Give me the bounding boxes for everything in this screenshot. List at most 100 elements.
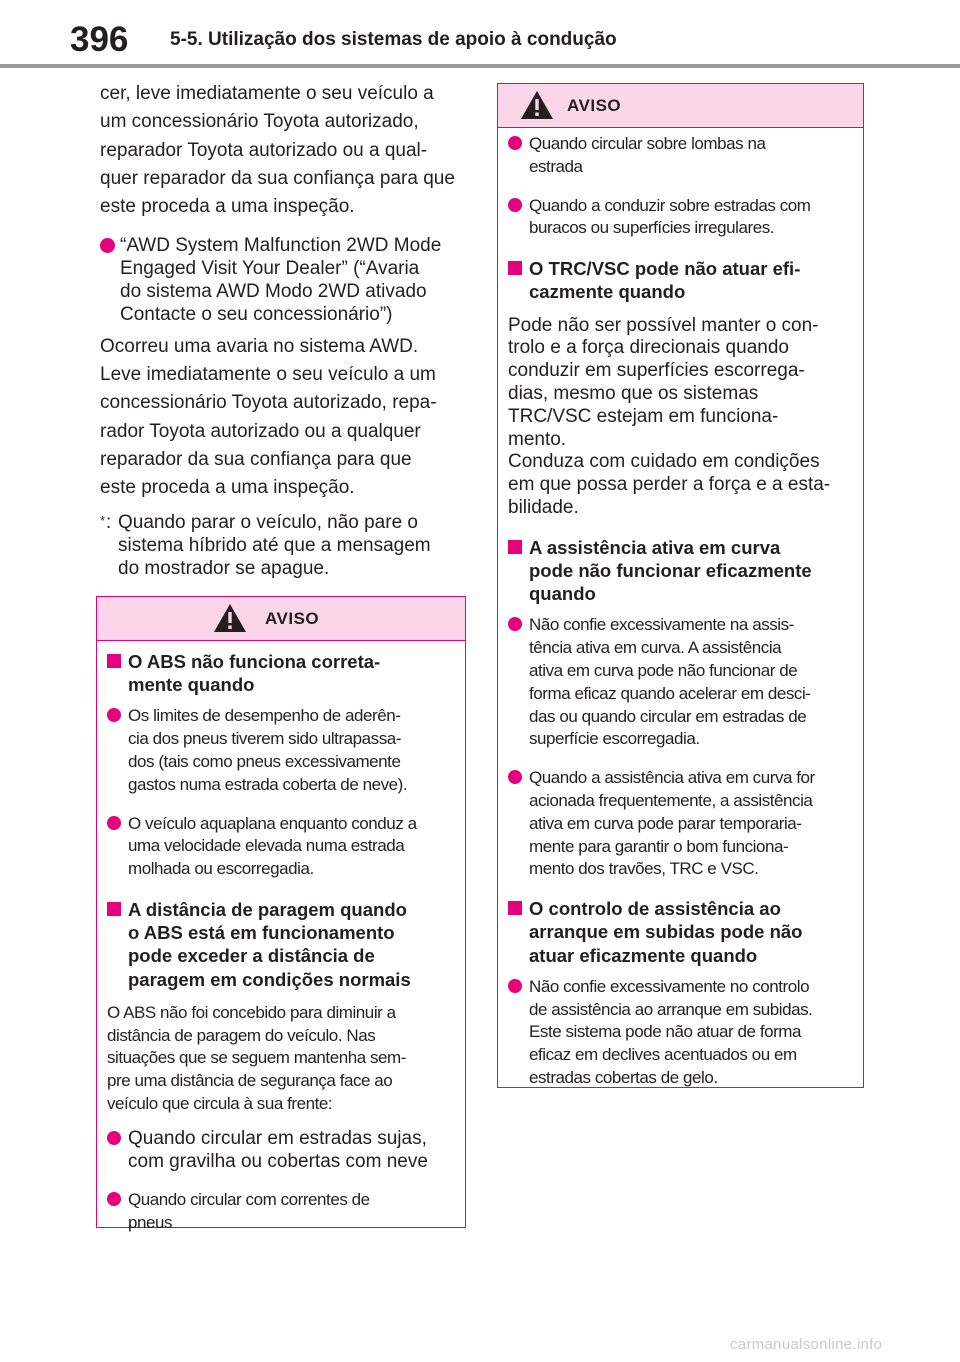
text-line: Leve imediatamente o seu veículo a um xyxy=(100,363,436,385)
watermark-logo[interactable]: carmanualsonline.info xyxy=(730,1336,883,1353)
text-line: gastos numa estrada coberta de neve). xyxy=(128,774,408,794)
text-line: dias, mesmo que os sistemas xyxy=(508,382,759,404)
text-line: A assistência ativa em curva xyxy=(529,536,781,558)
text-line: este proceda a uma inspeção. xyxy=(100,477,355,499)
text-line: atuar eficazmente quando xyxy=(529,944,758,966)
list-item: O veículo aquaplana enquanto conduz a um… xyxy=(107,813,449,881)
text-line: O veículo aquaplana enquanto conduz a xyxy=(128,813,417,833)
bullet-dot-icon xyxy=(508,978,522,993)
text-line: quer reparador da sua confiança para que xyxy=(100,167,455,189)
text-line: mento dos travões, TRC e VSC. xyxy=(529,859,759,879)
list-item: Quando a assistência ativa em curva for … xyxy=(508,767,847,881)
left-column: cer, leve imediatamente o seu veículo a … xyxy=(100,80,465,581)
text-line: eficaz em declives acentuados ou em xyxy=(529,1045,797,1065)
text-line: O ABS não foi concebido para diminuir a xyxy=(107,1002,396,1022)
list-item: Quando circular com correntes de pneus xyxy=(107,1189,449,1235)
text-line: Contacte o seu concessionário”) xyxy=(120,303,393,325)
bullet-dot-icon xyxy=(107,815,121,830)
text-line: superfície escorregadia. xyxy=(529,729,700,749)
bullet-dot-icon xyxy=(100,238,115,254)
text-line: rador Toyota autorizado ou a qualquer xyxy=(100,420,421,442)
bullet-dot-icon xyxy=(508,136,522,150)
text-line: mento. xyxy=(508,428,567,450)
text-line: Não confie excessivamente no controlo xyxy=(529,976,810,996)
warning-box-header: AVISO xyxy=(97,597,465,641)
text-line: distância de paragem do veículo. Nas xyxy=(107,1025,376,1045)
text-line: veículo que circula à sua frente: xyxy=(107,1093,333,1113)
footnote-colon: : xyxy=(106,512,112,534)
warning-box-body: O ABS não funciona correta- mente quando… xyxy=(97,650,465,1235)
section-heading: O ABS não funciona correta- mente quando xyxy=(107,650,449,696)
text-line: Os limites de desempenho de aderên- xyxy=(128,706,401,726)
text-line: Quando parar o veículo, não pare o xyxy=(118,512,418,534)
header-rule xyxy=(0,64,960,68)
section-heading: A assistência ativa em curva pode não fu… xyxy=(508,536,847,606)
section-heading: A distância de paragem quando o ABS está… xyxy=(107,898,449,991)
text-line: O controlo de assistência ao xyxy=(529,898,781,920)
text-line: buracos ou superfícies irregulares. xyxy=(529,218,775,238)
bullet-dot-icon xyxy=(508,617,522,632)
text-line: quando xyxy=(529,583,596,605)
text-line: Quando circular sobre lombas na xyxy=(529,134,766,153)
page-header: 396 5-5. Utilização dos sistemas de apoi… xyxy=(0,0,960,68)
footnote-mark: * xyxy=(100,513,106,529)
text-line: acionada frequentemente, a assistência xyxy=(529,790,813,810)
warning-box-header: AVISO xyxy=(498,84,863,128)
section-heading: O controlo de assistência ao arranque em… xyxy=(508,897,847,967)
bullet-dot-icon xyxy=(107,1192,121,1207)
square-bullet-icon xyxy=(508,901,522,916)
text-line: molhada ou escorregadia. xyxy=(128,859,314,879)
text-line: arranque em subidas pode não xyxy=(529,921,803,943)
list-item: Não confie excessivamente no controlo de… xyxy=(508,976,847,1090)
text-line: Engaged Visit Your Dealer” (“Avaria xyxy=(120,258,420,280)
bullet-dot-icon xyxy=(107,708,121,723)
text-line: Quando a conduzir sobre estradas com xyxy=(529,195,811,215)
page-number: 396 xyxy=(70,20,129,59)
text-line: O TRC/VSC pode não atuar efi- xyxy=(529,258,801,280)
text-line: das ou quando circular em estradas de xyxy=(529,706,807,726)
text-line: de assistência ao arranque em subidas. xyxy=(529,999,813,1019)
text-line: ativa em curva pode não funcionar de xyxy=(529,660,798,680)
text-line: um concessionário Toyota autorizado, xyxy=(100,111,419,133)
text-line: pre uma distância de segurança face ao xyxy=(107,1071,393,1091)
warning-triangle-icon xyxy=(521,91,553,119)
text-line: pode não funcionar eficazmente xyxy=(529,559,812,581)
text-line: do mostrador se apague. xyxy=(118,558,330,580)
text-line: estradas cobertas de gelo. xyxy=(529,1067,718,1087)
text-line: Conduza com cuidado em condições xyxy=(508,451,820,473)
footnote: * : Quando parar o veículo, não pare o s… xyxy=(100,512,465,580)
square-bullet-icon xyxy=(508,539,522,554)
text-line: A distância de paragem quando xyxy=(128,898,407,920)
text-line: Pode não ser possível manter o con- xyxy=(508,314,819,336)
list-item: Não confie excessivamente na assis- tênc… xyxy=(508,614,847,751)
text-line: ativa em curva pode parar temporaria- xyxy=(529,813,802,833)
text-line: pneus xyxy=(128,1213,173,1233)
text-line: Este sistema pode não atuar de forma xyxy=(529,1022,802,1042)
warning-box-right: AVISO Quando circular sobre lombas na es… xyxy=(497,83,864,1088)
text-line: O ABS não funciona correta- xyxy=(128,651,381,672)
aviso-label: AVISO xyxy=(567,96,622,115)
aviso-label: AVISO xyxy=(265,609,320,628)
text-line: Quando a assistência ativa em curva for xyxy=(529,768,815,788)
text-line: estrada xyxy=(529,156,583,176)
bullet-dot-icon xyxy=(508,197,522,212)
text-line: “AWD System Malfunction 2WD Mode xyxy=(120,235,442,257)
text-line: do sistema AWD Modo 2WD ativado xyxy=(120,281,427,303)
text-line: concessionário Toyota autorizado, repa- xyxy=(100,392,437,414)
section-heading: O TRC/VSC pode não atuar efi- cazmente q… xyxy=(508,257,847,303)
warning-box-body: Quando circular sobre lombas na estrada … xyxy=(498,133,863,1090)
bullet-awd-message: “AWD System Malfunction 2WD Mode Engaged… xyxy=(100,235,465,326)
text-line: forma eficaz quando acelerar em desci- xyxy=(529,683,811,703)
list-item: Os limites de desempenho de aderên- cia … xyxy=(107,705,449,796)
text-line: cazmente quando xyxy=(529,281,686,303)
text-line: reparador da sua confiança para que xyxy=(100,448,412,470)
text-line: uma velocidade elevada numa estrada xyxy=(128,836,405,856)
text-line: situações que se seguem mantenha sem- xyxy=(107,1048,406,1068)
warning-box-left: AVISO O ABS não funciona correta- mente … xyxy=(96,596,466,1232)
list-item: Quando a conduzir sobre estradas com bur… xyxy=(508,195,847,241)
warning-triangle-icon xyxy=(214,604,246,632)
text-line: este proceda a uma inspeção. xyxy=(100,196,355,218)
text-line: reparador Toyota autorizado ou a qual- xyxy=(100,139,428,161)
section-text: O ABS não foi concebido para diminuir a … xyxy=(107,1002,449,1116)
text-line: Ocorreu uma avaria no sistema AWD. xyxy=(100,335,419,357)
